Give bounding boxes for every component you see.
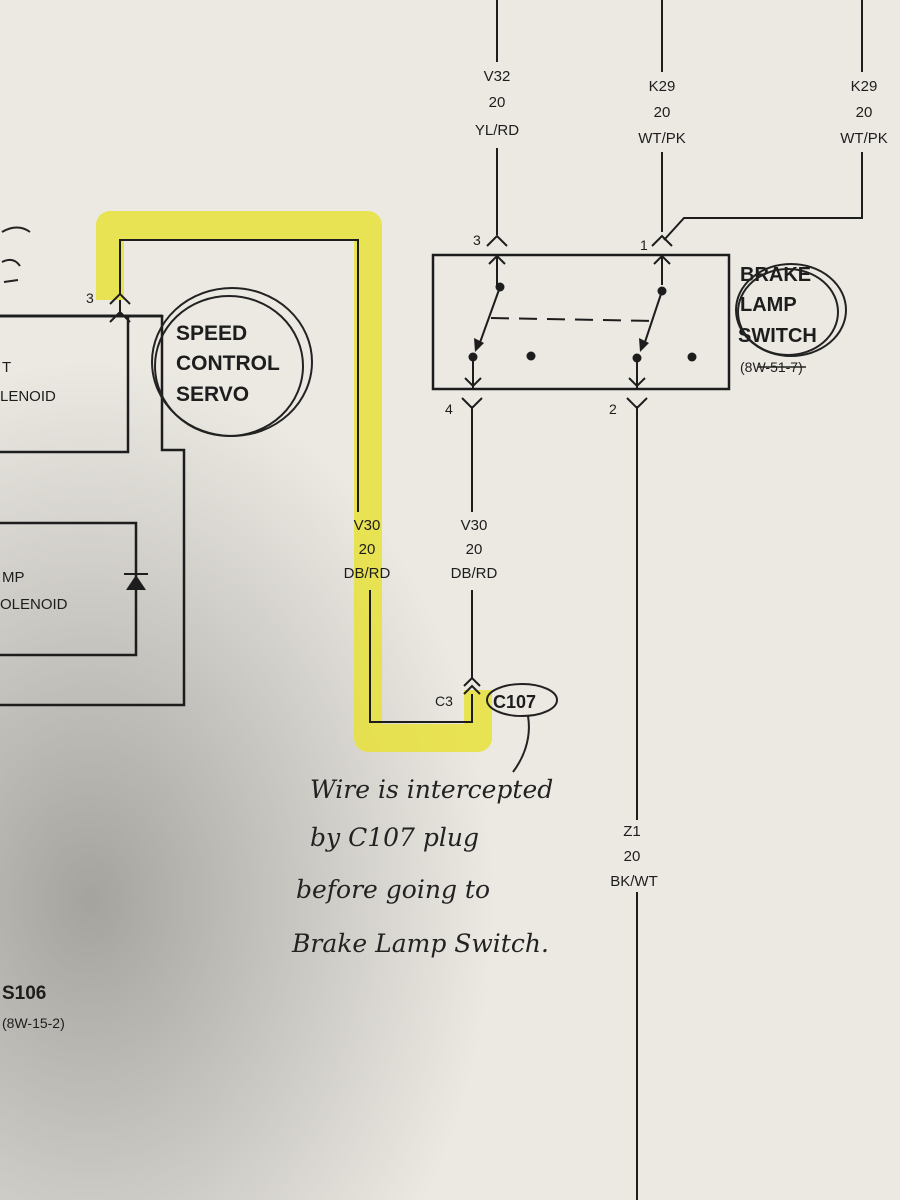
highlighter-trace — [96, 211, 492, 752]
z1-circuit: Z1 — [623, 823, 641, 840]
k29-b-color: WT/PK — [840, 130, 888, 147]
z1-color: BK/WT — [610, 873, 658, 890]
z1-gauge: 20 — [624, 848, 641, 865]
annotation-line-4: Brake Lamp Switch. — [291, 929, 549, 958]
pen-mark-3 — [3, 279, 19, 283]
annotation-line-1: Wire is intercepted — [310, 775, 553, 804]
pen-mark-1 — [1, 226, 31, 233]
splice-s106-label: S106 — [2, 983, 46, 1004]
speed-control-servo-label-1: SPEED — [176, 322, 247, 345]
k29-b-gauge: 20 — [856, 104, 873, 121]
pen-circle-brake-switch-2 — [737, 268, 839, 356]
annotation-line-3: before going to — [296, 875, 490, 904]
annotation-line-2: by C107 plug — [310, 823, 479, 852]
servo-outer-box — [0, 314, 186, 707]
v30-left-gauge: 20 — [359, 541, 376, 558]
brake-lamp-switch-label-3: SWITCH — [738, 325, 817, 347]
brake-lamp-switch — [431, 234, 731, 410]
pen-leader-line — [512, 715, 530, 773]
vacuum-solenoid-label-line1: MP — [2, 569, 25, 586]
switch-pin-3-label: 3 — [473, 232, 481, 248]
servo-pin-3-label: 3 — [86, 290, 94, 306]
v32-circuit: V32 — [484, 68, 511, 85]
speed-control-servo — [0, 292, 186, 707]
diode-icon — [124, 545, 148, 630]
v30-left-circuit: V30 — [354, 517, 381, 534]
pen-circle-servo-2 — [154, 295, 304, 437]
pen-circle-brake-switch — [735, 263, 847, 357]
k29-wire-b-bottom — [663, 152, 863, 241]
vent-solenoid-label-line1: T — [2, 359, 11, 376]
vacuum-solenoid-label-line2: OLENOID — [0, 596, 68, 613]
splice-s106-ref: (8W-15-2) — [2, 1015, 65, 1031]
switch-pin-2-label: 2 — [609, 401, 617, 417]
k29-a-gauge: 20 — [654, 104, 671, 121]
speed-control-servo-label-2: CONTROL — [176, 352, 280, 375]
k29-a-circuit: K29 — [649, 78, 676, 95]
vent-solenoid-label-line2: LENOID — [0, 388, 56, 405]
switch-pin-1-label: 1 — [640, 237, 648, 253]
brake-lamp-switch-box — [431, 253, 731, 391]
k29-b-circuit: K29 — [851, 78, 878, 95]
v30-left-color: DB/RD — [344, 565, 391, 582]
v32-gauge: 20 — [489, 94, 506, 111]
v30-right-circuit: V30 — [461, 517, 488, 534]
brake-lamp-switch-label-2: LAMP — [740, 294, 797, 316]
v32-color: YL/RD — [475, 122, 519, 139]
vent-solenoid-box — [0, 314, 130, 454]
v30-right-gauge: 20 — [466, 541, 483, 558]
speed-control-servo-label-3: SERVO — [176, 383, 249, 406]
v30-wire-lower — [369, 590, 473, 723]
connector-c107-label: C107 — [493, 692, 536, 712]
pen-mark-2 — [1, 258, 21, 267]
v30-wire-upper — [119, 239, 359, 512]
connector-cavity-label: C3 — [435, 693, 453, 709]
v30-right-color: DB/RD — [451, 565, 498, 582]
pen-circle-c107 — [486, 683, 558, 717]
k29-a-color: WT/PK — [638, 130, 686, 147]
switch-pin-4-label: 4 — [445, 401, 453, 417]
